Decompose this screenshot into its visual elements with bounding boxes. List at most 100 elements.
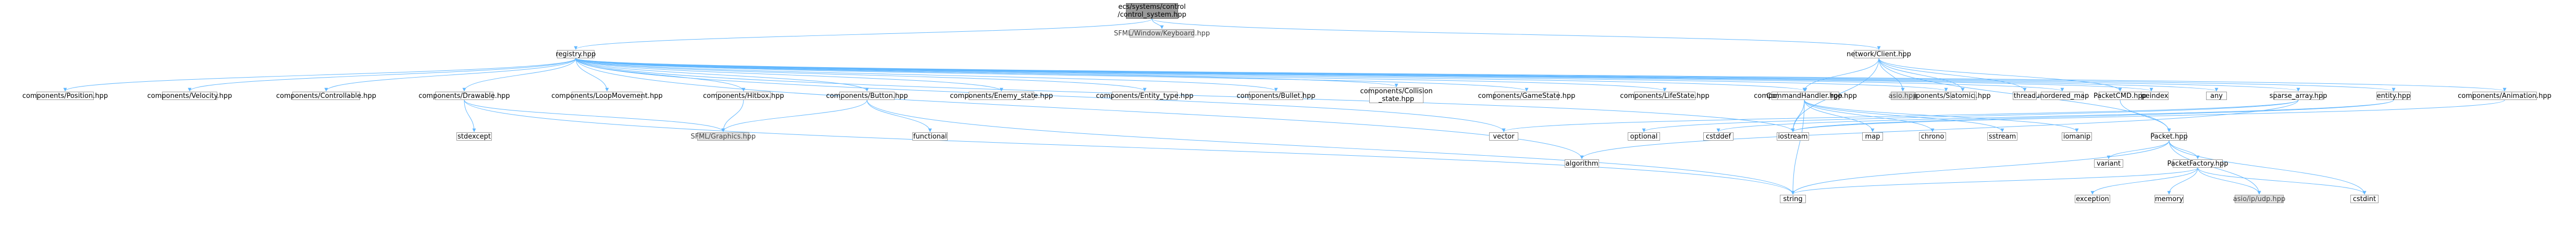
node-packet[interactable]: Packet.hpp: [2150, 132, 2188, 141]
node-label: atomic: [1951, 92, 1975, 100]
edge-registry-bcharge: [575, 58, 1807, 92]
edge-packet-variant: [2107, 140, 2170, 159]
node-label: entity.hpp: [2376, 92, 2411, 100]
node-iomanip[interactable]: iomanip: [2062, 132, 2092, 141]
node-registry[interactable]: registry.hpp: [555, 50, 596, 58]
node-netclient[interactable]: network/Client.hpp: [1847, 50, 1911, 58]
node-label: sparse_array.hpp: [2269, 92, 2327, 100]
node-label: sstream: [1988, 132, 2016, 141]
edge-cmdh-chrono: [1804, 99, 1935, 132]
edge-button-functional: [866, 99, 932, 132]
node-thread[interactable]: thread: [2013, 92, 2037, 100]
edge-button-string: [866, 99, 1795, 195]
node-label: chrono: [1921, 132, 1945, 141]
node-collision[interactable]: components/Collision_state.hpp: [1360, 88, 1433, 103]
node-lifestate[interactable]: components/LifeState.hpp: [1620, 92, 1710, 100]
node-algorithm[interactable]: algorithm: [1565, 159, 1599, 168]
edge-root-netclient: [1151, 18, 1881, 50]
node-label: string: [1783, 195, 1803, 203]
node-pos[interactable]: components/Position.hpp: [22, 92, 108, 100]
node-label: components/LifeState.hpp: [1620, 92, 1710, 100]
node-label: components/Collision: [1360, 88, 1433, 95]
edge-root-registry: [574, 18, 1153, 50]
edge-netclient-asio: [1878, 58, 1905, 92]
node-string[interactable]: string: [1780, 195, 1806, 203]
edge-layer: [63, 18, 2506, 195]
node-memory[interactable]: memory: [2154, 195, 2184, 203]
node-vel[interactable]: components/Velocity.hpp: [147, 92, 232, 100]
edge-cmdh-iomanip: [1804, 99, 2079, 132]
node-label: iostream: [1778, 132, 1808, 141]
edge-registry-bullet: [575, 58, 1278, 92]
edge-registry-loop: [575, 58, 609, 92]
node-label: map: [1865, 132, 1880, 141]
node-label: registry.hpp: [555, 50, 596, 58]
edge-netclient-pcmd: [1878, 58, 2122, 92]
node-label: thread: [2013, 92, 2036, 100]
node-loop[interactable]: components/LoopMovement.hpp: [551, 92, 663, 100]
edge-netclient-thread: [1878, 58, 2027, 92]
node-label: _state.hpp: [1378, 95, 1415, 103]
node-label: components/Enemy_state.hpp: [950, 92, 1053, 100]
edge-pfactory-exception: [2090, 167, 2198, 195]
node-pfactory[interactable]: PacketFactory.hpp: [2167, 159, 2228, 168]
node-label: vector: [1493, 132, 1515, 141]
node-typeindex[interactable]: typeindex: [2134, 92, 2169, 100]
edge-sparse-optional: [1642, 99, 2299, 132]
node-map[interactable]: map: [1862, 132, 1883, 141]
node-label: memory: [2154, 195, 2184, 203]
edge-registry-vel: [188, 58, 576, 92]
node-hitbox[interactable]: components/Hitbox.hpp: [703, 92, 784, 100]
edge-cmdh-map: [1804, 99, 1875, 132]
node-cstdint[interactable]: cstdint: [2350, 195, 2379, 203]
node-bullet[interactable]: components/Bullet.hpp: [1236, 92, 1316, 100]
node-chrono[interactable]: chrono: [1919, 132, 1946, 141]
node-exception[interactable]: exception: [2075, 195, 2110, 203]
node-cmdh[interactable]: CommandHandler.hpp: [1766, 92, 1842, 100]
node-anim[interactable]: components/Animation.hpp: [2458, 92, 2552, 100]
node-graphics: SFML/Graphics.hpp: [691, 132, 756, 141]
node-label: components/Drawable.hpp: [418, 92, 510, 100]
node-vector[interactable]: vector: [1489, 132, 1518, 141]
edge-registry-enstate: [575, 58, 1004, 92]
edge-registry-anim: [575, 58, 2506, 92]
node-umap[interactable]: unordered_map: [2036, 92, 2089, 100]
node-cstddef[interactable]: cstddef: [1703, 132, 1733, 141]
node-entype[interactable]: components/Entity_type.hpp: [1096, 92, 1194, 100]
node-root[interactable]: ecs/systems/control/control_system.hpp: [1118, 3, 1186, 19]
node-stdexcept[interactable]: stdexcept: [456, 132, 492, 141]
node-variant[interactable]: variant: [2094, 159, 2123, 168]
node-atomic[interactable]: atomic: [1951, 92, 1975, 100]
node-ctrl[interactable]: components/Controllable.hpp: [276, 92, 376, 100]
node-label: components/GameState.hpp: [1478, 92, 1576, 100]
node-label: variant: [2097, 159, 2121, 168]
node-any[interactable]: any: [2206, 92, 2227, 100]
node-asio: asio.hpp: [1889, 92, 1917, 100]
node-gamestate[interactable]: components/GameState.hpp: [1478, 92, 1575, 100]
node-label: components/Animation.hpp: [2458, 92, 2552, 100]
node-iostream[interactable]: iostream: [1777, 132, 1809, 141]
node-button[interactable]: components/Button.hpp: [826, 92, 908, 100]
edge-netclient-cmdh: [1802, 58, 1879, 92]
node-sparse[interactable]: sparse_array.hpp: [2270, 92, 2327, 100]
edge-pfactory-asioudp: [2197, 167, 2261, 195]
node-enstate[interactable]: components/Enemy_state.hpp: [950, 92, 1053, 100]
node-entity[interactable]: entity.hpp: [2376, 92, 2411, 100]
edge-registry-pos: [63, 58, 576, 92]
edge-registry-lifestate: [575, 58, 1667, 92]
node-label: network/Client.hpp: [1847, 50, 1911, 58]
node-functional[interactable]: functional: [912, 132, 948, 141]
node-pcmd[interactable]: PacketCMD.hpp: [2094, 92, 2147, 100]
node-draw[interactable]: components/Drawable.hpp: [418, 92, 510, 100]
node-label: /control_system.hpp: [1118, 11, 1186, 19]
node-label: components/LoopMovement.hpp: [551, 92, 663, 100]
node-label: SFML/Window/Keyboard.hpp: [1113, 29, 1210, 38]
edge-draw-graphics: [464, 99, 725, 132]
edge-registry-ctrl: [324, 58, 576, 92]
node-optional[interactable]: optional: [1628, 132, 1660, 141]
node-sstream[interactable]: sstream: [1987, 132, 2017, 141]
edge-netclient-atomic: [1878, 58, 1965, 92]
node-label: components/Controllable.hpp: [276, 92, 377, 100]
